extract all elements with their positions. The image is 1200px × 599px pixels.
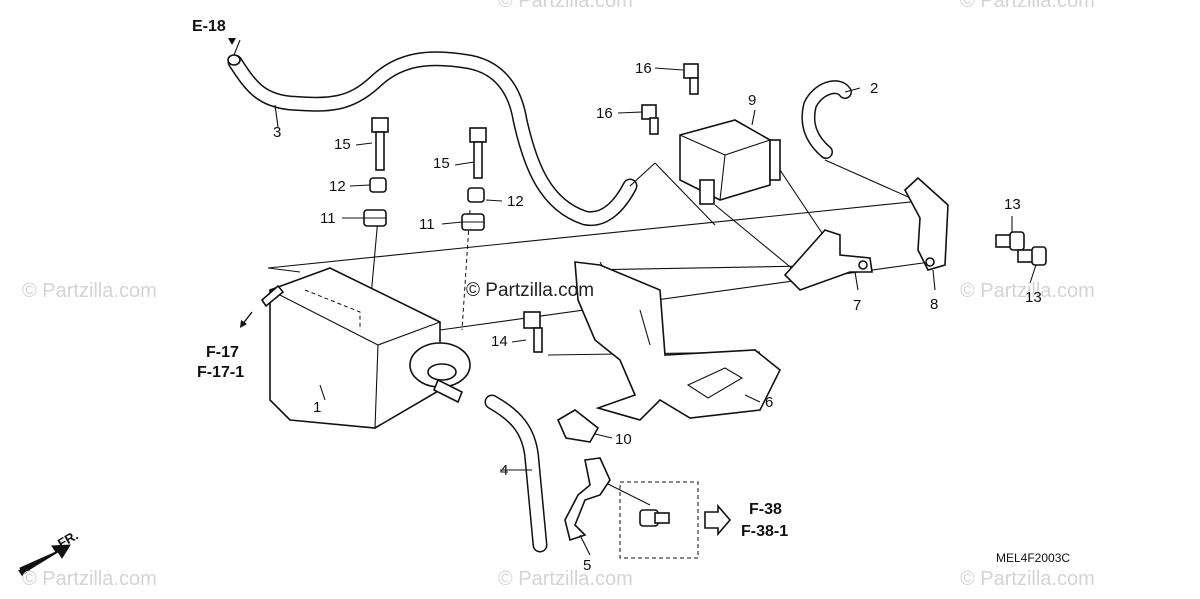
ref-f17-1[interactable]: F-17-1 — [197, 364, 245, 381]
grommet-11-left[interactable] — [363, 209, 387, 227]
callout-8[interactable]: 8 — [930, 296, 939, 313]
bracket-8[interactable] — [904, 176, 949, 271]
callout-6[interactable]: 6 — [765, 394, 774, 411]
bolt-13-upper[interactable] — [995, 231, 1025, 251]
ref-e18[interactable]: E-18 — [192, 18, 226, 35]
callout-4[interactable]: 4 — [500, 462, 509, 479]
ref-f38-1[interactable]: F-38-1 — [741, 523, 789, 540]
callout-16-top[interactable]: 16 — [635, 60, 652, 77]
bolt-15-right[interactable] — [469, 127, 487, 179]
watermark-center: © Partzilla.com — [466, 280, 595, 301]
callout-9[interactable]: 9 — [748, 92, 757, 109]
valve-9[interactable] — [679, 119, 781, 205]
ref-f38[interactable]: F-38 — [749, 501, 782, 518]
bolt-16-top[interactable] — [683, 63, 699, 95]
watermark-top-right: © Partzilla.com — [960, 0, 1095, 12]
callout-12-right[interactable]: 12 — [507, 193, 524, 210]
collar-12-right[interactable] — [467, 187, 485, 203]
hose-3[interactable] — [227, 51, 638, 227]
callout-13-upper[interactable]: 13 — [1004, 196, 1021, 213]
callout-5[interactable]: 5 — [583, 557, 592, 574]
arrow-f17 — [240, 311, 253, 328]
callout-13-lower[interactable]: 13 — [1025, 289, 1042, 306]
callout-11-right[interactable]: 11 — [419, 216, 435, 233]
grommet-11-right[interactable] — [461, 213, 485, 231]
watermark-bottom-left: © Partzilla.com — [22, 568, 157, 590]
callout-2[interactable]: 2 — [870, 80, 879, 97]
callout-12-left[interactable]: 12 — [329, 178, 346, 195]
bolt-15-left[interactable] — [371, 117, 389, 171]
hose-2[interactable] — [801, 80, 852, 159]
bracket-7[interactable] — [783, 229, 873, 291]
clamp-5[interactable] — [564, 457, 611, 542]
callout-16-left[interactable]: 16 — [596, 105, 613, 122]
rubber-10[interactable] — [556, 409, 600, 443]
front-arrow-icon — [18, 544, 71, 576]
callout-10[interactable]: 10 — [615, 431, 632, 448]
callout-11-left[interactable]: 11 — [320, 210, 336, 227]
watermark-mid-left: © Partzilla.com — [22, 280, 157, 302]
stay-6[interactable] — [574, 261, 782, 421]
bolt-14[interactable] — [523, 311, 543, 353]
collar-12-left[interactable] — [369, 177, 387, 193]
hose-4[interactable] — [484, 394, 548, 553]
callout-15-left[interactable]: 15 — [334, 136, 351, 153]
watermark-top-center: © Partzilla.com — [498, 0, 633, 12]
watermark-bottom-right: © Partzilla.com — [960, 568, 1095, 590]
bolt-13-lower[interactable] — [1017, 246, 1047, 266]
callout-15-right[interactable]: 15 — [433, 155, 450, 172]
bolt-16-left[interactable] — [641, 104, 659, 135]
callout-14[interactable]: 14 — [491, 333, 508, 350]
callout-7[interactable]: 7 — [853, 297, 862, 314]
diagram-code: MEL4F2003C — [996, 551, 1071, 565]
callout-1[interactable]: 1 — [313, 399, 322, 416]
callout-ticks — [319, 67, 1037, 556]
ref-f17[interactable]: F-17 — [206, 344, 239, 361]
watermark-mid-right: © Partzilla.com — [960, 280, 1095, 302]
canister-1[interactable] — [260, 267, 471, 429]
screw-f38[interactable] — [639, 509, 670, 527]
arrow-to-f38 — [704, 503, 732, 537]
watermark-bottom-center: © Partzilla.com — [498, 568, 633, 590]
callout-3[interactable]: 3 — [273, 124, 282, 141]
arrow-e18 — [228, 38, 236, 45]
